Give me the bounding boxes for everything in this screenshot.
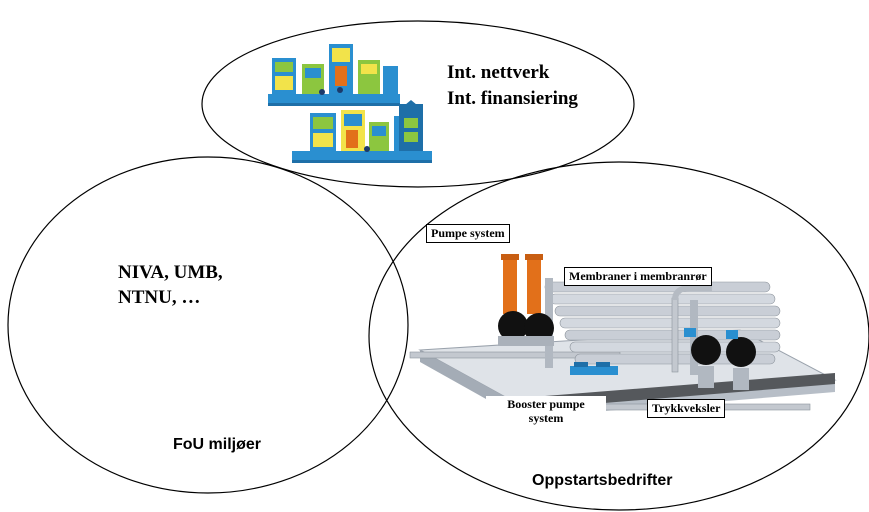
research-institutions-line1: NIVA, UMB,: [118, 262, 223, 283]
booster-pump-callout: Booster pumpe system: [486, 396, 606, 426]
research-institutions-line2: NTNU, …: [118, 287, 201, 308]
membranes-callout: Membraner i membranrør: [564, 267, 712, 286]
network-circle: [201, 20, 635, 188]
pump-system-callout: Pumpe system: [426, 224, 510, 243]
water-treatment-plant-illustration: [409, 254, 837, 418]
research-circle-caption: FoU miljøer: [173, 436, 262, 453]
startup-circle: [368, 161, 869, 511]
network-label-line1: Int. nettverk: [447, 62, 550, 83]
booster-pump-callout-line2: system: [528, 411, 564, 425]
pressure-exchanger-callout: Trykkveksler: [647, 399, 726, 418]
business-street-illustration: [268, 44, 432, 163]
startup-circle-caption: Oppstartsbedrifter: [532, 472, 673, 489]
booster-pump-illustration: [570, 362, 618, 375]
pressure-exchanger-illustration: [684, 328, 756, 390]
network-label-line2: Int. finansiering: [447, 88, 578, 109]
booster-pump-callout-line1: Booster pumpe: [507, 397, 585, 411]
pump-system-illustration: [498, 254, 554, 346]
research-circle: [7, 156, 409, 494]
